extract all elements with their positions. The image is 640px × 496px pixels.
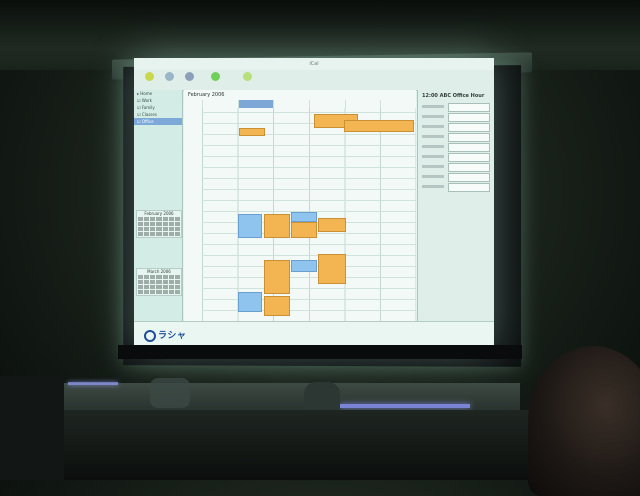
foreground-box	[0, 376, 64, 480]
desk-light-strip	[68, 382, 118, 385]
toolbar-button-add[interactable]	[140, 72, 158, 88]
inspector-field[interactable]	[448, 123, 490, 132]
inspector-field[interactable]	[448, 143, 490, 152]
mini-calendar-february[interactable]: February 2006	[136, 210, 182, 238]
sidebar-item-selected[interactable]: ☑ Office	[134, 118, 182, 125]
laptop-glow	[150, 378, 190, 408]
toolbar-button-sync[interactable]	[238, 72, 256, 88]
calendar-sidebar: ▸ Home ☑ Work ☑ Family ☑ Classes ☑ Offic…	[134, 90, 183, 322]
mini-calendar-title: March 2006	[147, 269, 171, 274]
calendar-event[interactable]	[291, 260, 317, 272]
day-headers	[202, 100, 416, 108]
inspector-event-title[interactable]: 12:00 ABC Office Hour	[422, 93, 485, 99]
sidebar-item[interactable]: ▸ Home	[137, 91, 153, 96]
projected-display: iCal ▸ Home ☑ Work ☑ Family ☑ Classes ☑ …	[134, 58, 494, 352]
mini-calendar-title: February 2006	[144, 211, 174, 216]
logo-text: ラシャ	[158, 331, 187, 341]
calendar-month-title: February 2006	[188, 92, 225, 98]
event-inspector: 12:00 ABC Office Hour	[417, 90, 494, 322]
calendar-event[interactable]	[264, 214, 290, 238]
toolbar-button-publish[interactable]	[206, 72, 224, 88]
calendar-event[interactable]	[291, 222, 317, 238]
calendar-event[interactable]	[239, 128, 265, 136]
app-window-title: iCal	[134, 58, 494, 70]
week-icon	[184, 72, 194, 81]
logo-ring-icon	[144, 329, 156, 342]
sync-icon	[242, 72, 252, 81]
calendar-event[interactable]	[238, 292, 262, 312]
calendar-event[interactable]	[318, 218, 346, 232]
app-toolbar	[134, 70, 494, 91]
inspector-field[interactable]	[448, 113, 490, 122]
inspector-field[interactable]	[448, 163, 490, 172]
inspector-field[interactable]	[448, 183, 490, 192]
mini-calendar-march[interactable]: March 2006	[136, 268, 182, 296]
calendar-event[interactable]	[238, 214, 262, 238]
calendar-event[interactable]	[264, 296, 290, 316]
day-header[interactable]	[273, 100, 309, 108]
toolbar-button-week[interactable]	[180, 72, 198, 88]
inspector-field[interactable]	[448, 153, 490, 162]
calendar-event[interactable]	[318, 254, 346, 284]
day-header[interactable]	[309, 100, 345, 108]
organization-logo: ラシャ	[144, 328, 186, 342]
inspector-field[interactable]	[448, 133, 490, 142]
calendar-event[interactable]	[344, 120, 414, 132]
add-icon	[144, 72, 154, 81]
day-header[interactable]	[202, 100, 238, 108]
inspector-field[interactable]	[448, 173, 490, 182]
toolbar-button-day[interactable]	[160, 72, 178, 88]
publish-icon	[210, 72, 220, 81]
conference-table	[60, 383, 520, 413]
day-header-today[interactable]	[237, 100, 274, 108]
sidebar-item[interactable]: ☑ Work	[137, 98, 152, 103]
inspector-field[interactable]	[448, 103, 490, 112]
desk-light-strip	[340, 404, 470, 408]
calendar-event[interactable]	[291, 212, 317, 222]
day-header[interactable]	[344, 100, 381, 108]
audience-head	[528, 346, 640, 496]
calendar-event[interactable]	[264, 260, 290, 294]
day-header[interactable]	[380, 100, 416, 108]
screen-bottom-bar	[118, 345, 522, 359]
week-calendar-view: February 2006	[184, 90, 416, 322]
sidebar-item[interactable]: ☑ Family	[137, 105, 155, 110]
day-icon	[164, 72, 174, 81]
sidebar-item[interactable]: ☑ Classes	[137, 112, 157, 117]
